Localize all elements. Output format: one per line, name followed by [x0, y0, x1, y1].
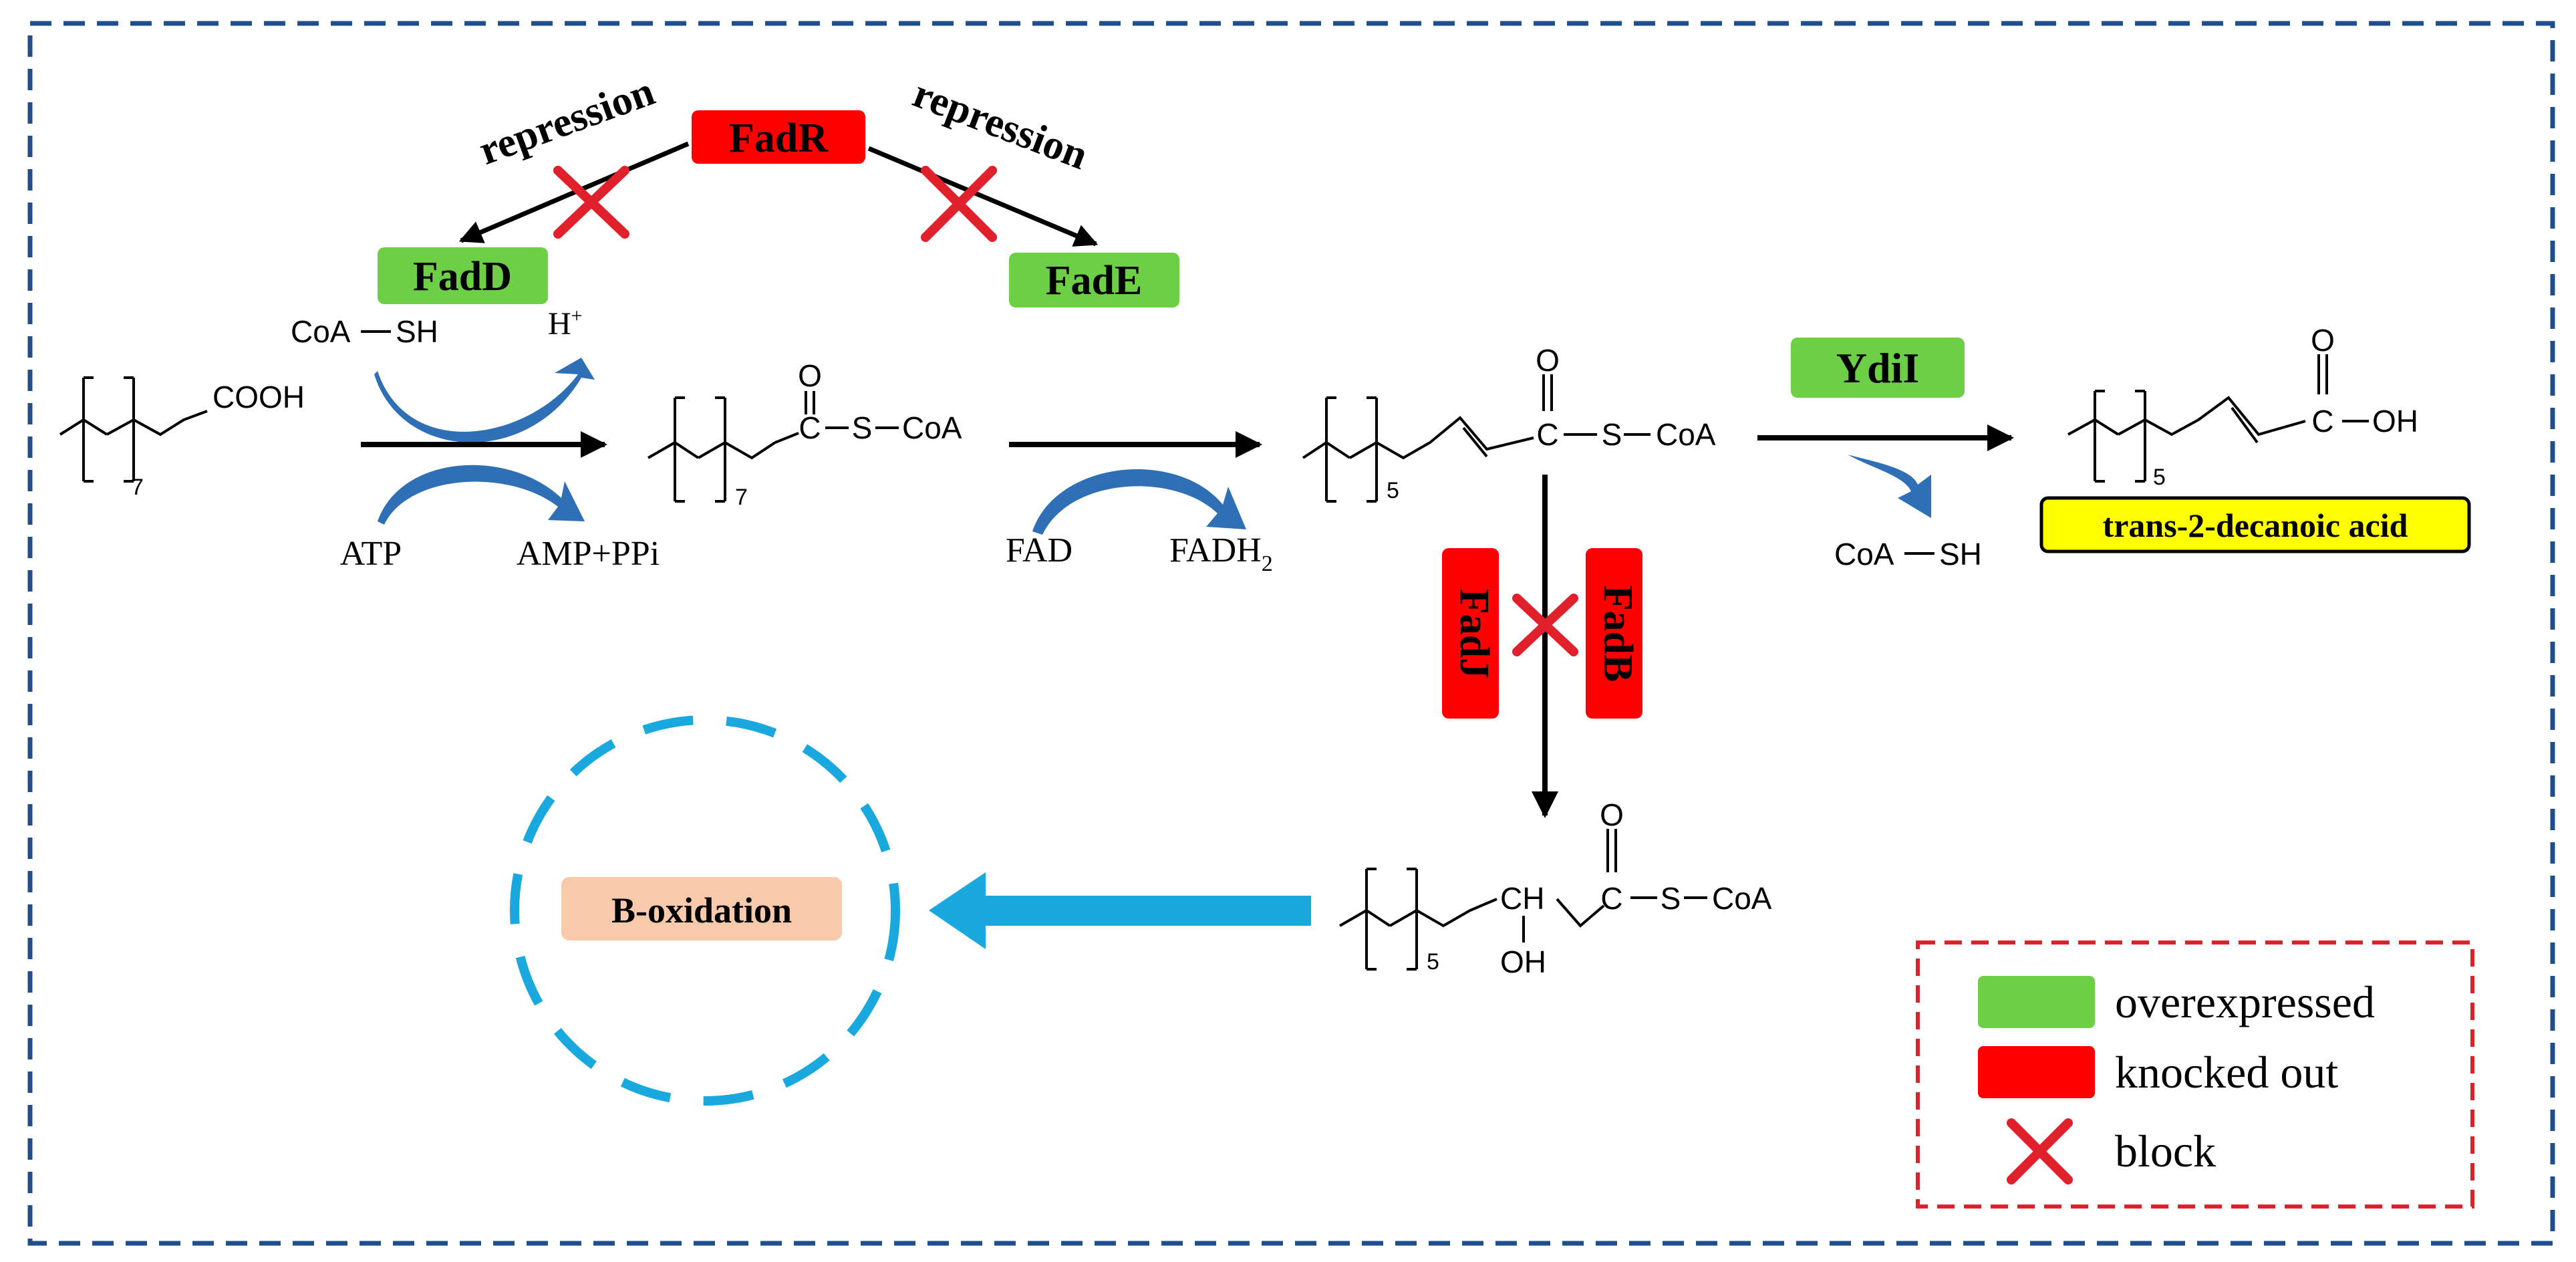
fadj-box	[1442, 548, 1499, 719]
coa-sh-top-sh: SH	[396, 314, 438, 349]
fadd-box	[378, 247, 548, 304]
cofactor-arrow-fad	[1032, 469, 1246, 535]
enoyl-coa	[1302, 374, 1651, 503]
enoyl-coa-sub: 5	[1387, 478, 1399, 503]
block-cross-fadjb	[1512, 594, 1578, 656]
cofactor-arrow-coa	[1848, 455, 1931, 518]
decanoic-cooh: COOH	[212, 380, 305, 414]
b-oxidation-arrow	[929, 872, 1311, 949]
legend-cross-block	[2007, 1118, 2073, 1184]
legend-swatch-knocked-out	[1978, 1046, 2095, 1098]
fad-label: FAD	[1006, 531, 1072, 570]
trans-acid-c: C	[2311, 404, 2333, 438]
fade-label: FadE	[1046, 258, 1143, 303]
coa-sh-right-sh: SH	[1939, 537, 1982, 572]
fade-box	[1009, 253, 1179, 307]
coa-sh-right-coa: CoA	[1834, 537, 1894, 572]
ydii-label: YdiI	[1836, 344, 1920, 392]
legend-label-overexpressed: overexpressed	[2115, 977, 2375, 1027]
hydroxy-coa-ch: CH	[1500, 881, 1544, 916]
trans-acid-o: O	[2311, 323, 2335, 358]
acyl-coa	[648, 391, 899, 503]
legend: overexpressed knocked out block	[1916, 940, 2474, 1209]
product-label: trans-2-decanoic acid	[2103, 507, 2408, 544]
fadb-box	[1586, 548, 1642, 719]
hydroxy-coa-c: C	[1600, 881, 1622, 916]
product-box	[2039, 496, 2471, 553]
fadd-label: FadD	[413, 254, 512, 299]
cofactor-arrow-bottom	[378, 465, 585, 525]
block-cross-fade	[921, 166, 997, 242]
acyl-coa-o: O	[798, 358, 822, 393]
decanoic-sub: 7	[131, 475, 144, 500]
fadr-label: FadR	[729, 116, 829, 161]
acyl-coa-coa: CoA	[902, 410, 962, 445]
h-plus: H+	[548, 305, 583, 342]
acyl-coa-s: S	[852, 410, 873, 445]
legend-frame	[1916, 940, 2474, 1209]
b-oxidation-box	[561, 877, 842, 940]
acyl-coa-c: C	[799, 410, 821, 445]
repression-label-right: repression	[907, 71, 1093, 178]
enoyl-coa-o: O	[1536, 343, 1560, 378]
enoyl-coa-coa: CoA	[1656, 417, 1716, 452]
hydroxy-coa-oh: OH	[1500, 944, 1546, 979]
repression-label-left: repression	[473, 69, 660, 174]
b-oxidation-ring	[510, 715, 900, 1106]
block-cross-fadd	[553, 166, 629, 239]
enoyl-coa-s: S	[1602, 417, 1622, 452]
legend-label-block: block	[2115, 1126, 2216, 1176]
atp-label: ATP	[340, 535, 402, 573]
hydroxy-coa-o: O	[1600, 797, 1624, 832]
amp-ppi-label: AMP+PPi	[517, 535, 660, 573]
repression-arrow-right	[867, 146, 1099, 247]
cofactor-arrow-top	[374, 358, 595, 443]
fadj-label: FadJ	[1451, 589, 1497, 678]
decanoic-acid	[59, 376, 208, 483]
hydroxy-coa	[1339, 829, 1707, 971]
hydroxy-coa-sub: 5	[1427, 949, 1439, 975]
legend-label-knocked-out: knocked out	[2115, 1047, 2338, 1098]
trans-acid	[2067, 354, 2369, 483]
enoyl-coa-c: C	[1536, 417, 1558, 452]
coa-sh-top-coa: CoA	[291, 314, 351, 349]
acyl-coa-sub: 7	[735, 485, 748, 510]
hydroxy-coa-coa: CoA	[1712, 881, 1772, 916]
ydii-box	[1791, 338, 1965, 398]
trans-acid-sub: 5	[2153, 465, 2166, 490]
b-oxidation-label: B-oxidation	[611, 890, 792, 930]
trans-acid-oh: OH	[2372, 404, 2418, 438]
fadr-box	[692, 110, 865, 164]
hydroxy-coa-s: S	[1661, 881, 1681, 916]
fadb-label: FadB	[1595, 586, 1640, 682]
fadh2-label: FADH2	[1169, 531, 1273, 576]
legend-swatch-overexpressed	[1978, 976, 2095, 1028]
